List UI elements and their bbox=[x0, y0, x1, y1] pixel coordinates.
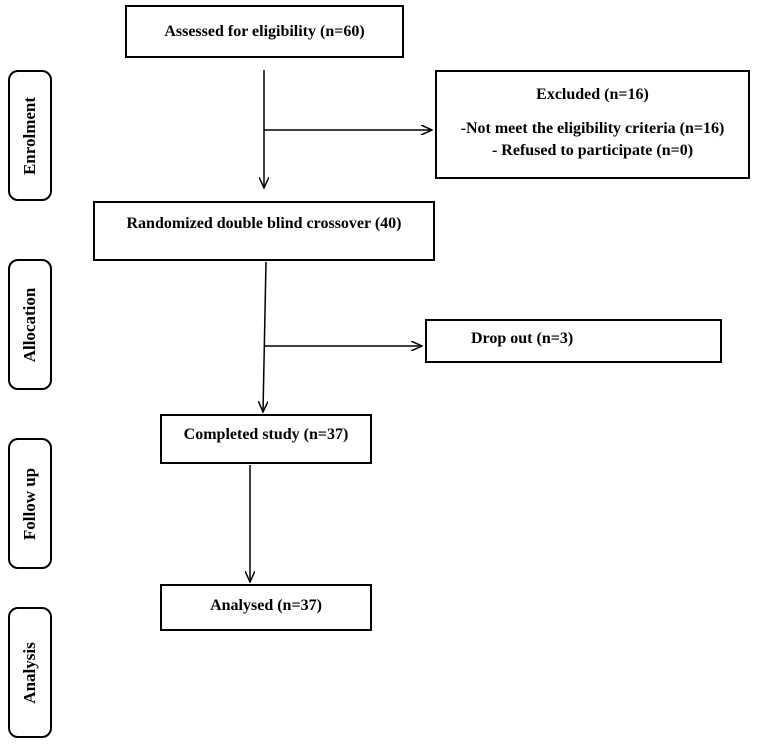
analysed-box: Analysed (n=37) bbox=[160, 584, 372, 631]
assessed-text: Assessed for eligibility (n=60) bbox=[164, 22, 365, 40]
randomized-text: Randomized double blind crossover (40) bbox=[126, 215, 402, 232]
assessed-box: Assessed for eligibility (n=60) bbox=[125, 5, 404, 58]
randomized-box: Randomized double blind crossover (40) bbox=[93, 201, 435, 261]
stage-follow-up: Follow up bbox=[8, 438, 52, 569]
drop-out-box: Drop out (n=3) bbox=[425, 319, 722, 363]
stage-analysis: Analysis bbox=[8, 607, 52, 738]
stage-allocation: Allocation bbox=[8, 259, 52, 390]
excluded-title: Excluded (n=16) bbox=[536, 86, 649, 103]
excluded-box: Excluded (n=16) -Not meet the eligibilit… bbox=[435, 70, 750, 179]
completed-box: Completed study (n=37) bbox=[160, 414, 372, 464]
excluded-reason-2: - Refused to participate (n=0) bbox=[491, 142, 694, 159]
excluded-reason-1: -Not meet the eligibility criteria (n=16… bbox=[460, 120, 725, 137]
drop-out-text: Drop out (n=3) bbox=[471, 330, 574, 347]
analysed-text: Analysed (n=37) bbox=[210, 597, 322, 614]
arrow-randomized-to-completed bbox=[263, 261, 266, 412]
completed-text: Completed study (n=37) bbox=[183, 426, 349, 443]
stage-enrolment: Enrolment bbox=[8, 70, 52, 201]
